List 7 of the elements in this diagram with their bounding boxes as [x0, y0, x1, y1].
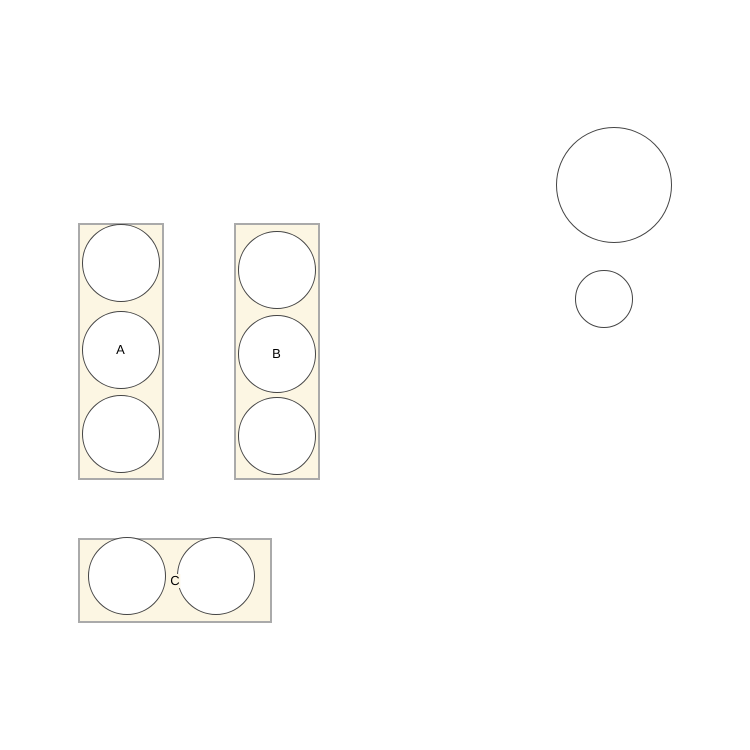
circle-shape — [82, 224, 160, 302]
room-label: C — [169, 574, 181, 588]
room-label: B — [271, 346, 282, 360]
room-box — [78, 538, 272, 623]
room-box — [234, 223, 320, 480]
room-box — [78, 223, 164, 480]
room-label: A — [115, 342, 126, 356]
